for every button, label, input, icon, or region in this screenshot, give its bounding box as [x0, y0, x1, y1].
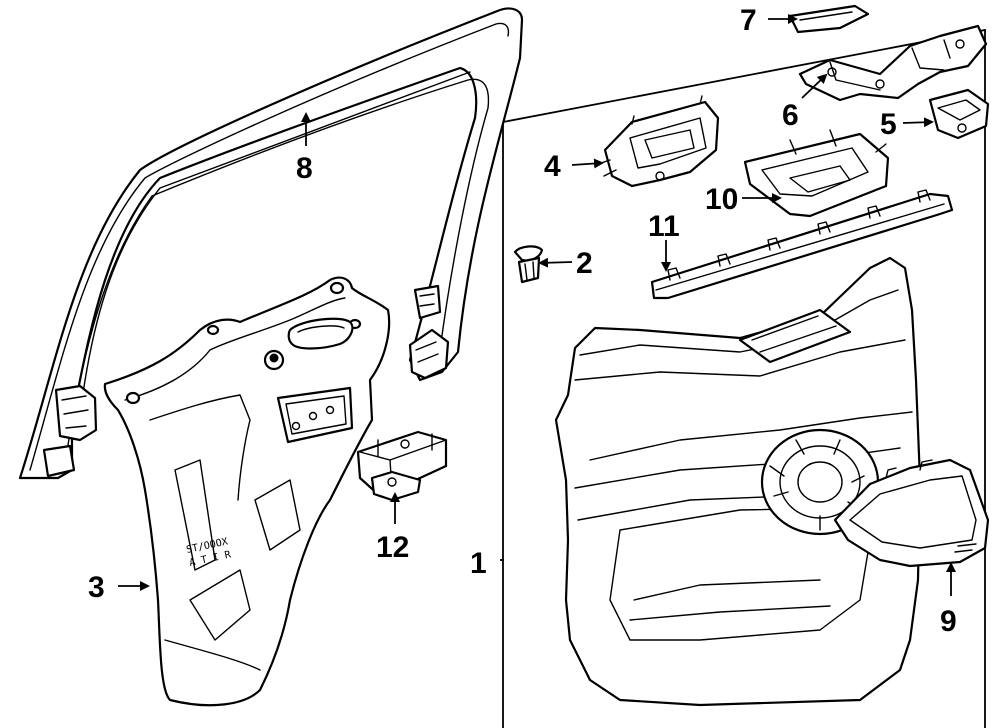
- callout-12: 12: [376, 531, 409, 564]
- callout-4: 4: [544, 150, 561, 183]
- part-11-trim-strip[interactable]: [650, 189, 954, 300]
- assembly-group-outline: [502, 28, 986, 728]
- callout-labels: 1 2 3 4 5 6 7 8 9 10 11 12: [88, 4, 957, 638]
- callout-7: 7: [740, 4, 757, 37]
- part-12-bracket[interactable]: [356, 430, 448, 502]
- callout-6: 6: [782, 99, 799, 132]
- leader-lines: [118, 14, 956, 596]
- part-7-cover-cap[interactable]: [788, 4, 870, 34]
- part-2-push-clip[interactable]: [513, 245, 544, 284]
- part-3-water-deflector[interactable]: ST/OOOX A T I R: [103, 276, 391, 707]
- part-6-handle-bracket[interactable]: [798, 24, 988, 102]
- part-8-glass-run-channel[interactable]: [18, 7, 524, 480]
- callout-5: 5: [880, 108, 897, 141]
- callout-8: 8: [296, 152, 313, 185]
- callout-3: 3: [88, 571, 105, 604]
- callout-9: 9: [940, 605, 957, 638]
- part-10-switch-bezel[interactable]: [743, 129, 890, 218]
- part-9-armrest-pull[interactable]: [833, 458, 990, 568]
- callout-1: 1: [470, 547, 487, 580]
- callout-11: 11: [648, 210, 680, 243]
- part-4-inside-handle[interactable]: [597, 95, 720, 188]
- part-1-door-trim-panel[interactable]: [554, 256, 922, 707]
- callout-10: 10: [705, 183, 738, 216]
- callout-2: 2: [576, 247, 593, 280]
- part-5-lock-switch[interactable]: [928, 88, 990, 140]
